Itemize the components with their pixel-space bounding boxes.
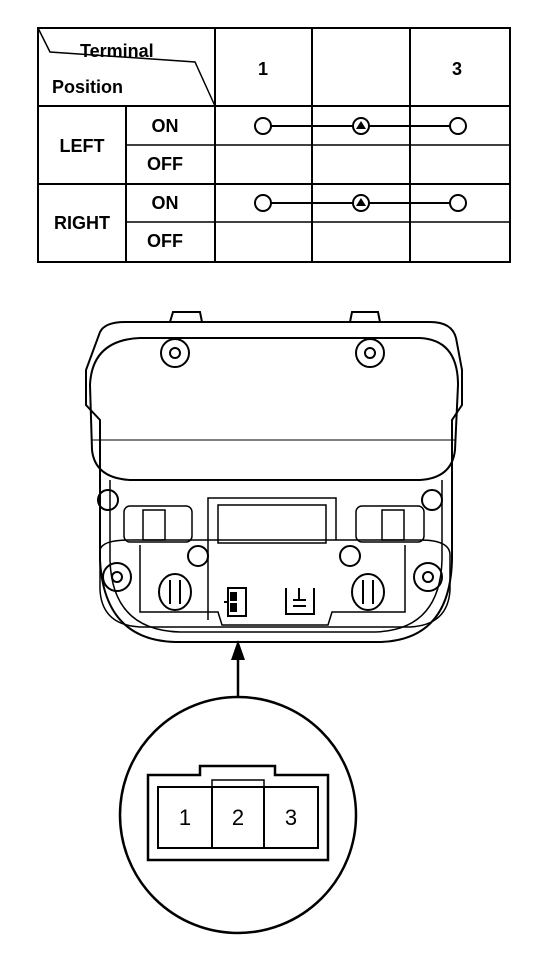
row-label-left: LEFT [60, 136, 105, 156]
connector-magnified-view [118, 695, 358, 935]
connector-pin-2: 2 [232, 805, 244, 830]
continuity-table [37, 27, 511, 263]
connector-pin-3: 3 [285, 805, 297, 830]
state-label-left-on: ON [152, 116, 179, 136]
state-label-left-off: OFF [147, 154, 183, 174]
row-label-right: RIGHT [54, 213, 110, 233]
continuity-line-left-on [254, 117, 467, 135]
header-terminal-label: Terminal [80, 41, 154, 61]
continuity-line-right-on [254, 194, 467, 212]
state-label-right-on: ON [152, 193, 179, 213]
connector-pin-1: 1 [179, 805, 191, 830]
leader-arrow [231, 640, 245, 698]
column-header-1: 1 [258, 59, 268, 79]
state-label-right-off: OFF [147, 231, 183, 251]
header-position-label: Position [52, 77, 123, 97]
light-assembly-illustration [85, 311, 463, 643]
column-header-3: 3 [452, 59, 462, 79]
